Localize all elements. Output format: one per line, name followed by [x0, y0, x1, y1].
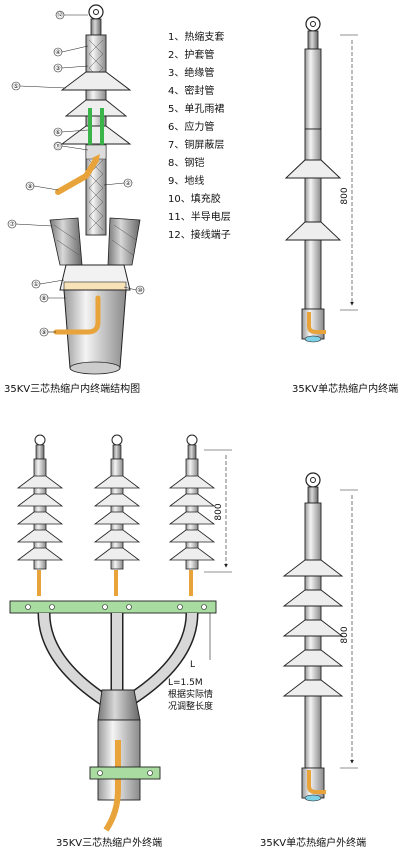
outdoor-core-2: [93, 434, 141, 610]
rain-skirt: [282, 649, 344, 667]
legend-item: 8、钢铠: [168, 156, 204, 169]
dimension-bottom-left: 800: [214, 503, 224, 520]
callout-3: ③: [55, 65, 60, 72]
legend-item: 4、密封管: [168, 84, 214, 97]
three-core-indoor-structure: ⑫ ④ ③ ⑤ ⑥ ⑪ ⑨ ② ⑦ ① ⑧ ⑩ ⑨: [7, 4, 145, 375]
outdoor-core-3: [168, 434, 216, 610]
callout-9: ⑨: [27, 183, 32, 190]
callout-6: ⑥: [55, 129, 60, 136]
legend-item: 2、护套管: [168, 48, 214, 61]
dimension-top-right: 800: [340, 187, 350, 204]
callout-9-lower: ⑨: [41, 329, 46, 336]
rain-skirt: [282, 559, 344, 577]
caption-bottom-left: 35KV三芯热缩户外终端: [56, 836, 162, 849]
legend-item: 7、铜屏蔽层: [168, 139, 224, 151]
callout-1: ①: [33, 281, 38, 288]
callout-7: ⑦: [9, 221, 15, 228]
callout-12: ⑫: [57, 11, 63, 19]
callout-10: ⑩: [137, 287, 142, 294]
callout-2: ②: [125, 180, 131, 187]
rain-skirt: [282, 619, 344, 637]
legend-item: 9、地线: [168, 174, 204, 187]
rain-skirt: [282, 679, 344, 697]
callout-11: ⑪: [55, 142, 61, 150]
dimension-bottom-right: 800: [340, 626, 350, 643]
length-label: L: [190, 660, 195, 670]
caption-bottom-right: 35KV单芯热缩户外终端: [260, 836, 366, 849]
outdoor-core-1: [16, 434, 64, 610]
legend-item: 5、单孔雨裙: [168, 102, 224, 115]
three-core-outdoor: 800 L L=1.5M 根据实际情 况调整长度: [9, 434, 232, 832]
legend-item: 10、填充胶: [168, 192, 221, 205]
callout-5: ⑤: [13, 83, 18, 90]
single-core-indoor: 800: [284, 16, 358, 343]
legend-item: 11、半导电层: [168, 210, 231, 223]
legend-item: 1、热缩支套: [168, 30, 224, 43]
callout-4: ④: [55, 49, 60, 56]
callout-8: ⑧: [41, 295, 46, 302]
caption-top-left: 35KV三芯热缩户内终端结构图: [4, 382, 140, 395]
legend-item: 3、绝缘管: [168, 66, 214, 79]
caption-top-right: 35KV单芯热缩户内终端: [292, 382, 398, 395]
callout-labels: ⑫ ④ ③ ⑤ ⑥ ⑪ ⑨ ② ⑦ ① ⑧ ⑩ ⑨: [7, 10, 145, 337]
rain-skirt: [282, 589, 344, 607]
legend-item: 6、应力管: [168, 120, 214, 133]
legend-item: 12、接线端子: [168, 228, 231, 241]
length-note-1: L=1.5M: [168, 678, 203, 688]
length-note-3: 况调整长度: [168, 700, 213, 712]
single-core-outdoor: 800: [282, 472, 358, 802]
component-legend: 1、热缩支套 2、护套管 3、绝缘管 4、密封管 5、单孔雨裙 6、应力管 7、铜屏蔽层 8、…: [168, 30, 231, 241]
length-note-2: 根据实际情: [168, 688, 213, 700]
